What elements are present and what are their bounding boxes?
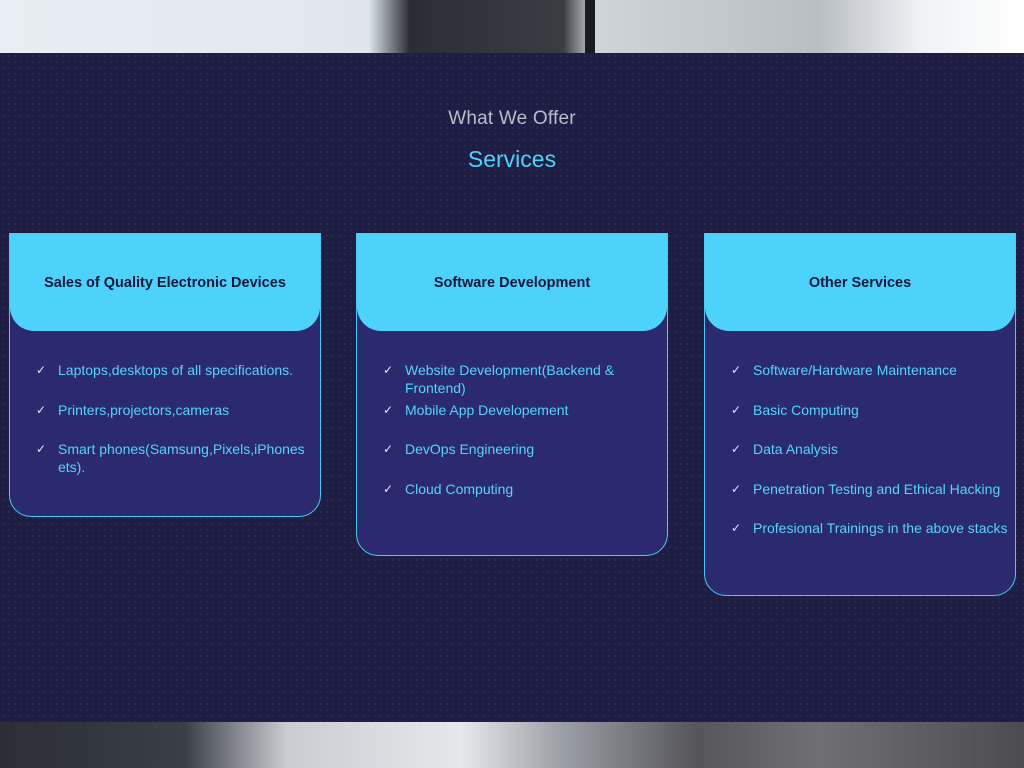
list-item: ✓Mobile App Developement [383, 401, 569, 418]
card-header: Sales of Quality Electronic Devices [10, 234, 320, 331]
list-item: ✓Software/Hardware Maintenance [731, 362, 957, 378]
service-card-other: Other Services ✓Software/Hardware Mainte… [704, 233, 1016, 596]
background-photo-detail [585, 0, 595, 53]
check-icon: ✓ [383, 402, 394, 417]
list-item: ✓Data Analysis [731, 441, 838, 457]
list-item: ✓Laptops,desktops of all specifications. [36, 362, 294, 378]
card-header: Software Development [357, 234, 667, 331]
section-title: Services [467, 146, 557, 172]
service-list: ✓Software/Hardware Maintenance ✓Basic Co… [705, 331, 1015, 561]
service-card-sales: Sales of Quality Electronic Devices ✓Lap… [9, 233, 321, 517]
list-item: ✓Smart phones(Samsung,Pixels,iPhones ets… [36, 441, 305, 475]
check-icon: ✓ [731, 363, 742, 377]
check-icon: ✓ [36, 363, 47, 377]
check-icon: ✓ [36, 442, 47, 456]
check-icon: ✓ [383, 481, 394, 496]
card-header: Other Services [705, 234, 1015, 331]
check-icon: ✓ [731, 521, 742, 535]
list-item: ✓Printers,projectors,cameras [36, 401, 230, 418]
services-section: What We Offer Services Sales of Quality … [0, 53, 1024, 722]
background-photo-top [0, 0, 1024, 53]
list-item: ✓Cloud Computing [383, 480, 514, 497]
service-list: ✓Laptops,desktops of all specifications.… [10, 331, 320, 482]
section-kicker: What We Offer [448, 108, 576, 129]
check-icon: ✓ [731, 402, 742, 417]
list-item: ✓Profesional Trainings in the above stac… [731, 520, 1008, 536]
list-item: ✓Penetration Testing and Ethical Hacking [731, 480, 1001, 497]
list-item: ✓DevOps Engineering [383, 441, 535, 457]
card-title: Sales of Quality Electronic Devices [44, 274, 286, 291]
check-icon: ✓ [383, 363, 394, 377]
service-card-software: Software Development ✓Website Developmen… [356, 233, 668, 556]
background-photo-bottom [0, 722, 1024, 768]
check-icon: ✓ [731, 481, 742, 496]
card-title: Other Services [808, 274, 912, 291]
check-icon: ✓ [731, 442, 742, 456]
check-icon: ✓ [36, 402, 47, 417]
card-title: Software Development [433, 274, 591, 291]
service-list: ✓Website Development(Backend & Frontend)… [357, 331, 667, 521]
list-item: ✓Basic Computing [731, 401, 859, 418]
list-item: ✓Website Development(Backend & Frontend) [383, 362, 615, 396]
check-icon: ✓ [383, 442, 394, 456]
